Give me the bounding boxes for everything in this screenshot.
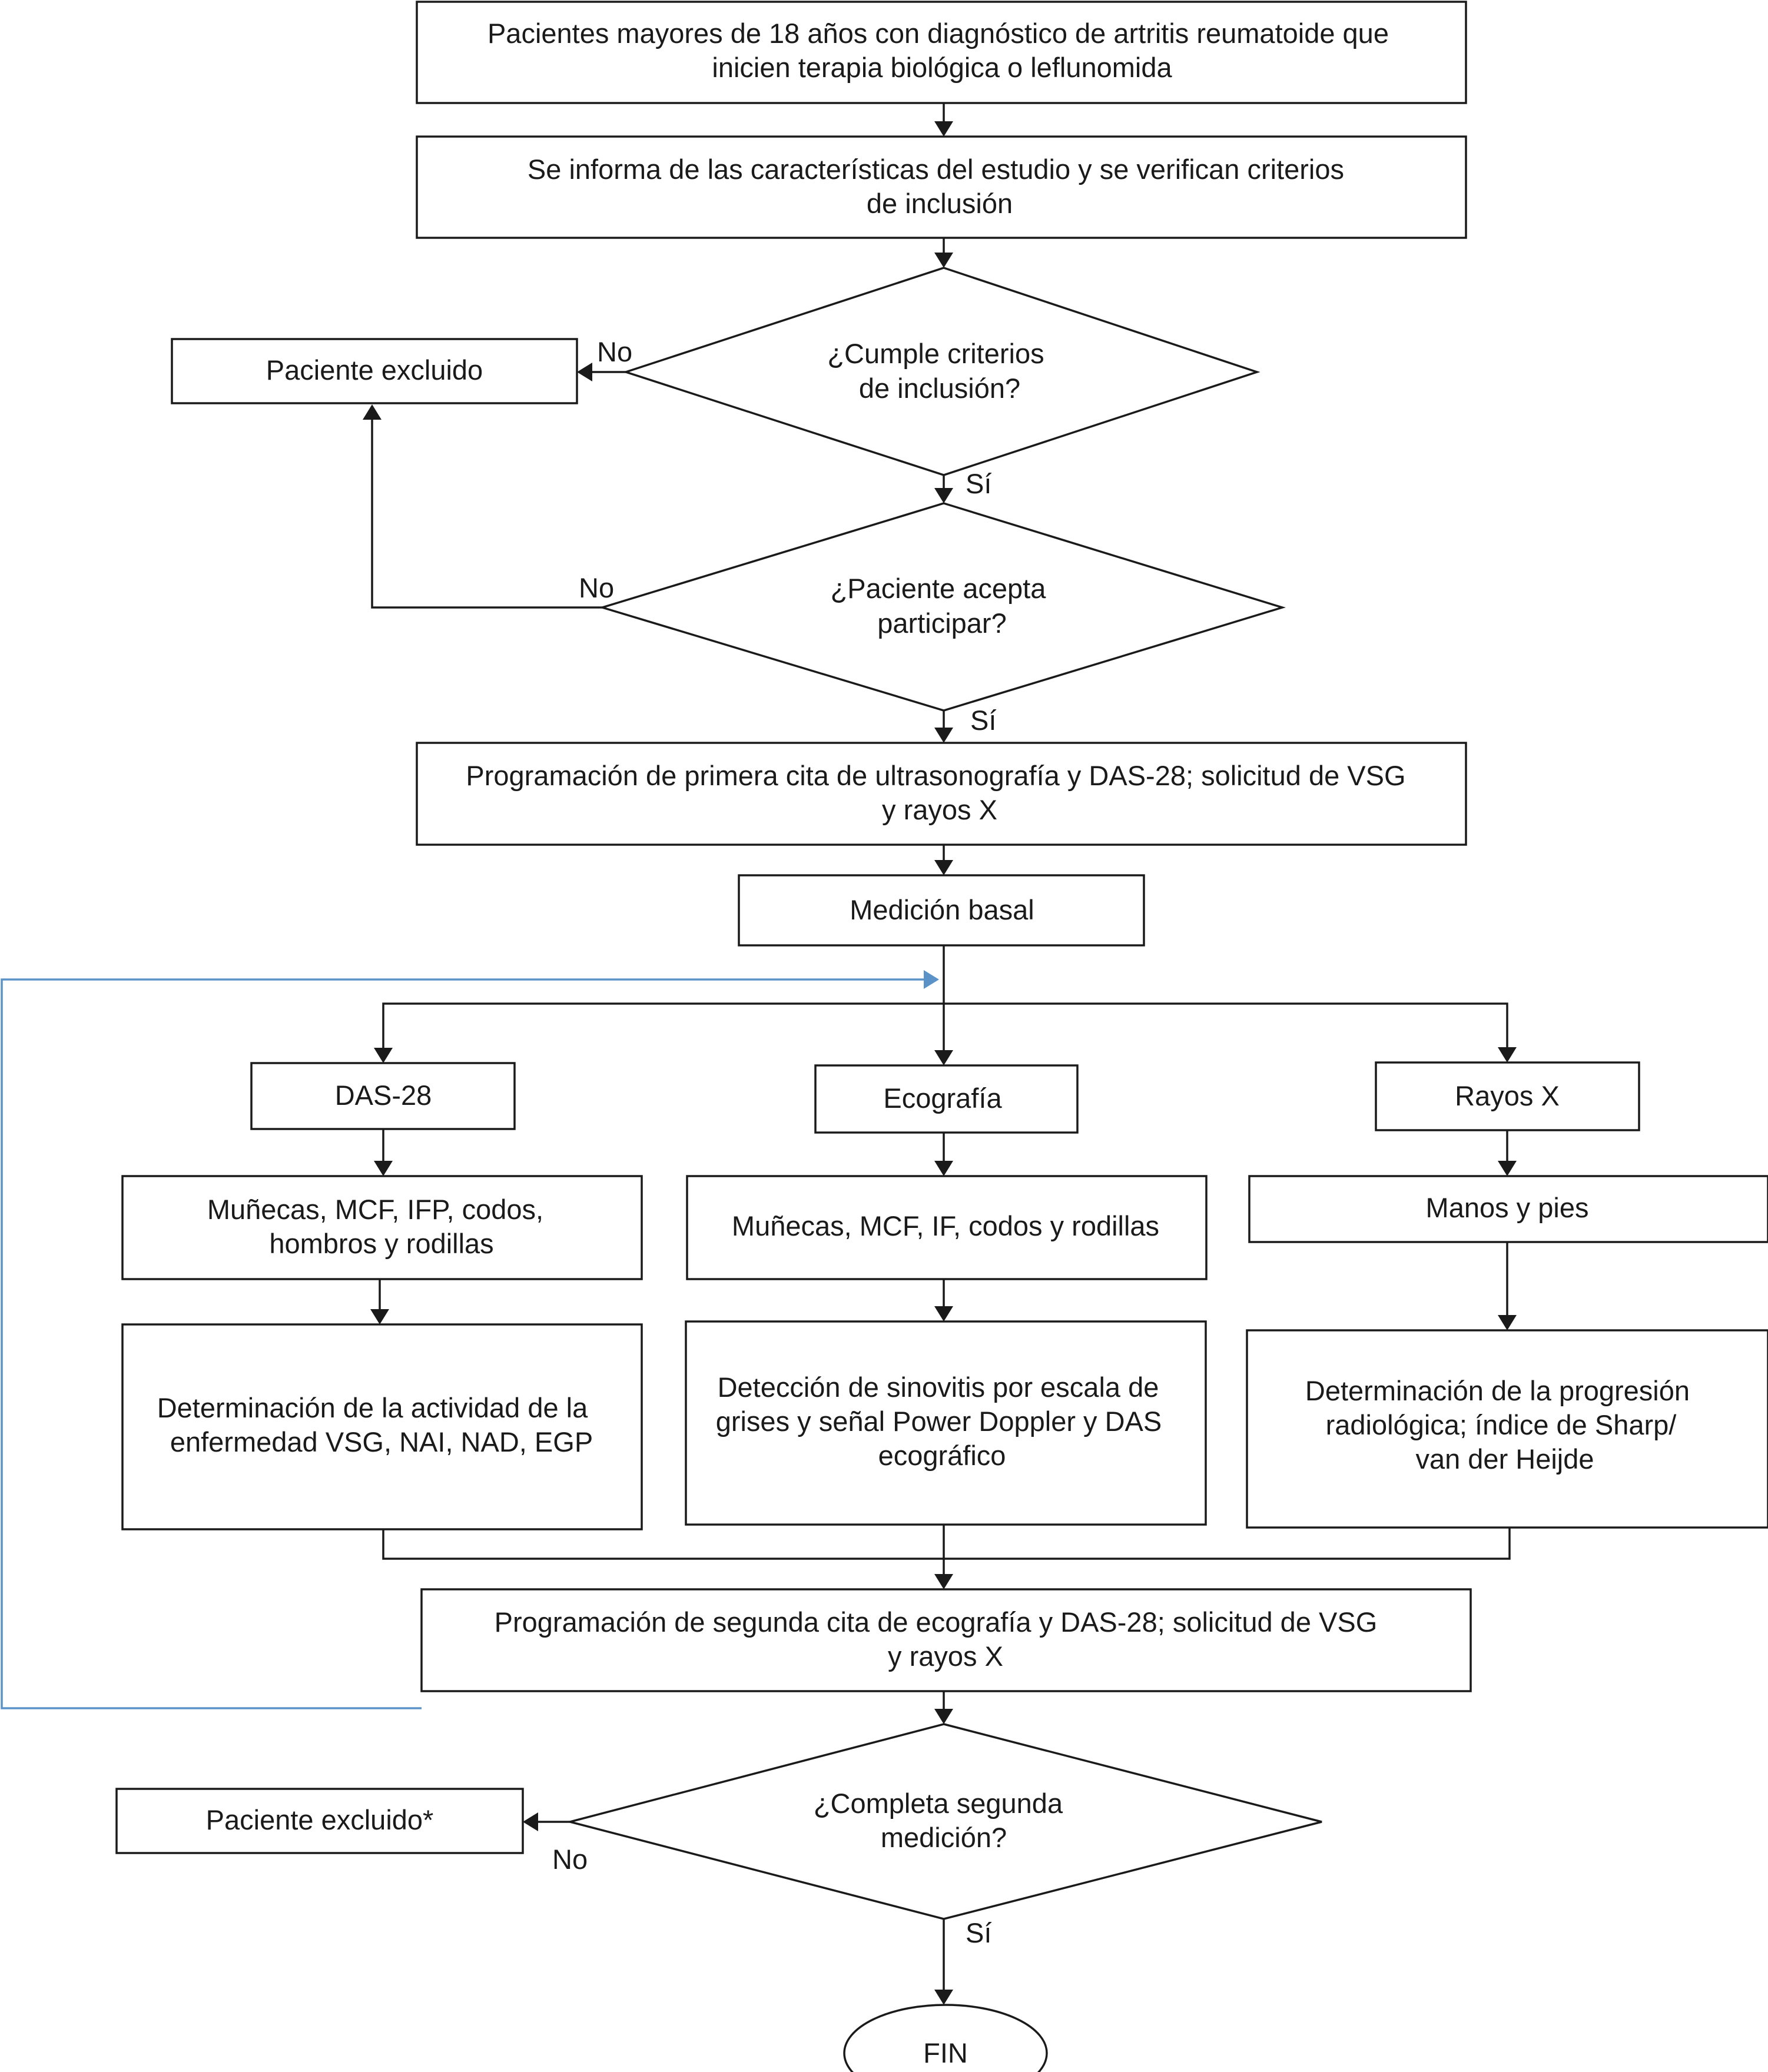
eco-joints-text: Muñecas, MCF, IF, codos y rodillas [732, 1210, 1159, 1241]
rayos-determination-box [1246, 1329, 1768, 1529]
accept-decision [598, 502, 1286, 712]
start-box [416, 1, 1467, 104]
criteria-question: ¿Cumple criterios de inclusión? [827, 338, 1051, 404]
excluded-1-text: Paciente excluido [266, 354, 483, 386]
loop-back-connector [1, 970, 939, 1709]
das28-determination-text: Determinación de la actividad de la enfe… [157, 1392, 596, 1457]
end-terminal [843, 2004, 1048, 2072]
baseline-box [738, 874, 1145, 947]
eco-joints-box [686, 1175, 1208, 1280]
second-appointment-text: Programación de segunda cita de ecografí… [495, 1606, 1385, 1672]
info-box [416, 135, 1467, 239]
rayos-parts-text: Manos y pies [1426, 1192, 1589, 1223]
second-no-label: No [552, 1844, 588, 1875]
criteria-decision [622, 267, 1261, 476]
das28-text: DAS-28 [335, 1080, 432, 1111]
eco-determination-box [685, 1320, 1207, 1526]
connectors [363, 103, 1517, 2005]
baseline-text: Medición basal [850, 894, 1034, 925]
rayos-x-text: Rayos X [1455, 1080, 1560, 1111]
excluded-1-box [171, 338, 578, 404]
ecografia-text: Ecografía [883, 1083, 1002, 1114]
accept-yes-label: Sí [970, 705, 996, 736]
das28-joints-text: Muñecas, MCF, IFP, codos, hombros y rodi… [207, 1194, 551, 1259]
info-text: Se informa de las características del es… [528, 154, 1352, 219]
start-text: Pacientes mayores de 18 años con diagnós… [487, 18, 1397, 83]
rayos-determination-text: Determinación de la progresión radiológi… [1305, 1375, 1697, 1475]
second-appointment-box [420, 1588, 1472, 1692]
end-text: FIN [923, 2037, 968, 2068]
das28-joints-box [121, 1175, 643, 1280]
second-measurement-question: ¿Completa segunda medición? [814, 1788, 1070, 1853]
excluded-2-box [115, 1788, 524, 1854]
first-appointment-text: Programación de primera cita de ultrason… [466, 760, 1413, 825]
excluded-2-text: Paciente excluido* [206, 1804, 434, 1835]
rayos-parts-box [1248, 1175, 1768, 1243]
criteria-yes-label: Sí [966, 468, 991, 499]
ecografia-box [814, 1064, 1079, 1134]
first-appointment-box [416, 742, 1467, 846]
second-yes-label: Sí [966, 1917, 991, 1948]
das28-determination-box [121, 1323, 643, 1530]
accept-no-label: No [579, 572, 614, 603]
eco-determination-text: Detección de sinovitis por escala de gri… [716, 1372, 1170, 1471]
criteria-no-label: No [597, 336, 632, 367]
accept-question: ¿Paciente acepta participar? [831, 573, 1054, 639]
